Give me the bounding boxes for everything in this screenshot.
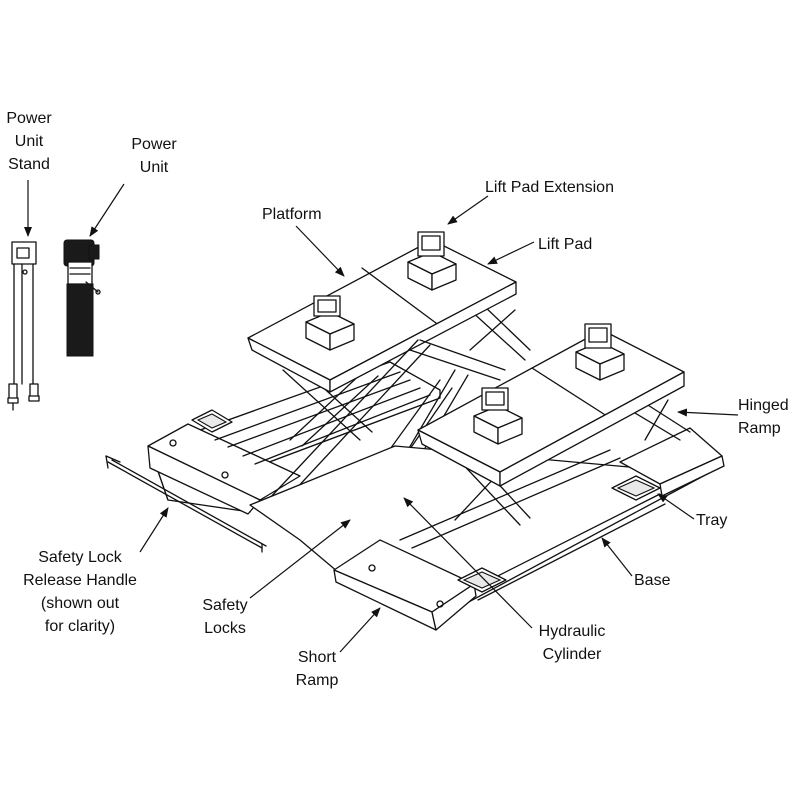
- label-release-handle-line4: for clarity): [44, 618, 116, 635]
- label-hydraulic-cylinder-line1: Hydraulic: [538, 623, 606, 640]
- label-tray: Tray: [696, 512, 728, 529]
- label-lift-pad-extension: Lift Pad Extension: [485, 179, 614, 196]
- label-power-unit: Power Unit: [122, 133, 186, 179]
- base-far-drawing: [147, 361, 441, 515]
- label-power-unit-line2: Unit: [139, 159, 169, 176]
- label-short-ramp-line1: Short: [297, 649, 337, 666]
- label-power-unit-stand-line1: Power: [6, 110, 52, 127]
- label-hinged-ramp: Hinged Ramp: [738, 394, 789, 440]
- label-lift-pad: Lift Pad: [538, 236, 593, 253]
- label-short-ramp-line2: Ramp: [295, 672, 339, 689]
- label-power-unit-line1: Power: [131, 136, 177, 153]
- label-platform: Platform: [262, 206, 322, 223]
- power-unit-stand-drawing: [7, 241, 40, 411]
- label-release-handle-line3: (shown out: [40, 595, 120, 612]
- power-unit-drawing: [63, 239, 101, 357]
- label-release-handle-line2: Release Handle: [23, 572, 137, 589]
- release-handle-drawing: [105, 455, 267, 553]
- base-near-drawing: [249, 427, 725, 631]
- label-safety-locks: Safety Locks: [190, 594, 260, 640]
- platform-near-drawing: [417, 323, 691, 526]
- platform-far-drawing: [247, 231, 531, 447]
- label-safety-locks-line2: Locks: [204, 620, 246, 637]
- label-power-unit-stand-line2: Unit: [14, 133, 44, 150]
- callout-arrows: [24, 180, 739, 653]
- label-power-unit-stand: Power Unit Stand: [0, 107, 58, 176]
- label-power-unit-stand-line3: Stand: [8, 156, 50, 173]
- label-hydraulic-cylinder: Hydraulic Cylinder: [520, 620, 624, 666]
- label-hydraulic-cylinder-line2: Cylinder: [542, 646, 602, 663]
- label-release-handle-line1: Safety Lock: [38, 549, 122, 566]
- label-hinged-ramp-line1: Hinged: [738, 397, 789, 414]
- label-hinged-ramp-line2: Ramp: [738, 420, 781, 437]
- label-base: Base: [634, 572, 671, 589]
- label-safety-lock-release-handle: Safety Lock Release Handle (shown out fo…: [0, 546, 160, 638]
- label-short-ramp: Short Ramp: [282, 646, 352, 692]
- label-safety-locks-line1: Safety: [202, 597, 248, 614]
